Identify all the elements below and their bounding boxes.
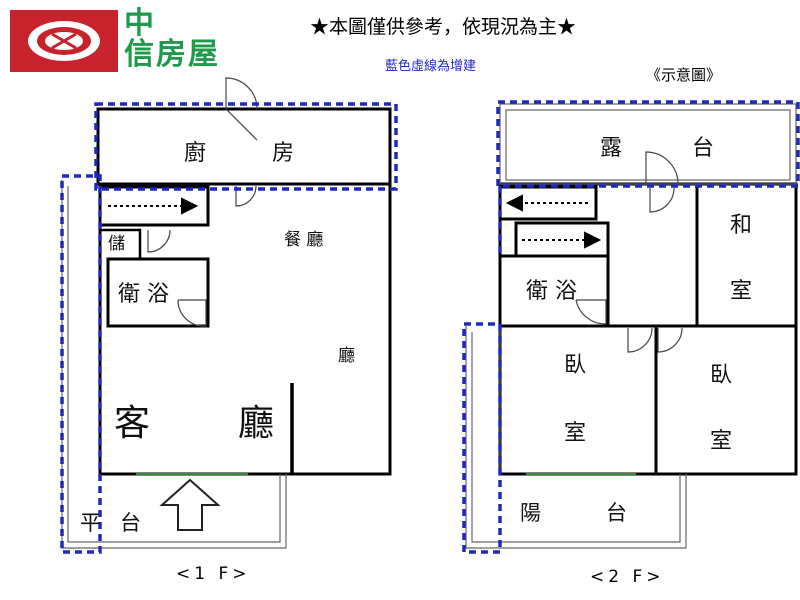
brand-name-line2: 信房屋 bbox=[124, 37, 220, 72]
brand-name-line1: 中 bbox=[124, 6, 156, 41]
label-bath-1f: 衛 浴 bbox=[118, 282, 169, 307]
extension-kitchen bbox=[94, 102, 398, 191]
label-balcony-a: 陽 bbox=[520, 501, 541, 525]
logo-icon bbox=[28, 21, 100, 61]
label-living-b: 廳 bbox=[238, 403, 274, 444]
label-bedroom2-b: 室 bbox=[710, 429, 732, 454]
label-kitchen-b: 房 bbox=[272, 141, 294, 166]
label-terrace-a: 平 bbox=[80, 511, 101, 535]
extension-roof-balcony bbox=[496, 100, 800, 188]
label-terrace-b: 台 bbox=[120, 511, 141, 535]
extension-balcony-2f bbox=[462, 322, 502, 554]
floor-1-label: <1 F> bbox=[176, 564, 251, 584]
disclaimer: ★本圖僅供參考，依現況為主★ bbox=[310, 16, 577, 38]
kitchen-wall bbox=[96, 107, 392, 186]
label-roof-balcony-b: 台 bbox=[692, 136, 714, 161]
floor-2-label: <2 F> bbox=[590, 567, 665, 587]
label-living-a: 客 bbox=[114, 403, 150, 444]
bath-1f-wall bbox=[106, 257, 210, 328]
label-bedroom1-a: 臥 bbox=[564, 353, 586, 378]
label-bath-2f: 衛 浴 bbox=[526, 279, 577, 304]
extension-note: 藍色虛線為增建 bbox=[385, 59, 477, 74]
stairs-1f bbox=[98, 185, 210, 227]
label-kitchen-a: 廚 bbox=[184, 141, 206, 166]
label-japanese-a: 和 bbox=[730, 213, 752, 238]
label-balcony-b: 台 bbox=[606, 501, 627, 525]
label-dining: 餐 廳 bbox=[284, 230, 323, 250]
label-roof-balcony-a: 露 bbox=[600, 136, 622, 161]
logo-mark bbox=[10, 10, 118, 72]
label-hall: 廳 bbox=[338, 346, 355, 366]
schematic-label: 《示意圖》 bbox=[646, 66, 722, 84]
extension-terrace bbox=[60, 174, 102, 554]
label-japanese-b: 室 bbox=[730, 279, 752, 304]
brand-name: 中 信房屋 bbox=[124, 8, 220, 70]
label-bedroom2-a: 臥 bbox=[710, 363, 732, 388]
label-storage: 儲 bbox=[108, 234, 125, 254]
label-bedroom1-b: 室 bbox=[564, 421, 586, 446]
entrance-arrow-icon bbox=[159, 478, 221, 531]
